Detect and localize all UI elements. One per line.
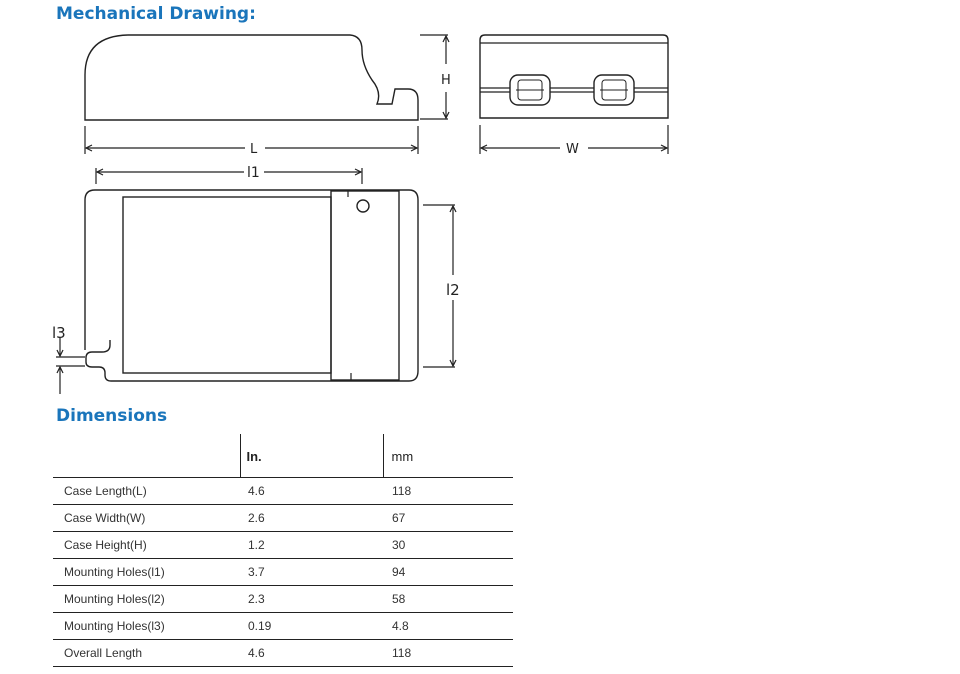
label-w: W (566, 142, 579, 157)
table-row: Case Width(W) 2.6 67 (53, 504, 513, 532)
mechanical-drawing-heading: Mechanical Drawing: (56, 4, 256, 24)
row-label: Mounting Holes(l3) (53, 612, 240, 640)
row-mm: 94 (383, 558, 513, 586)
row-mm: 118 (383, 639, 513, 667)
label-l2: l2 (446, 281, 460, 299)
table-row: Mounting Holes(l2) 2.3 58 (53, 585, 513, 613)
label-l3: l3 (52, 324, 66, 342)
row-inches: 1.2 (240, 531, 383, 559)
row-inches: 4.6 (240, 477, 383, 505)
row-label: Case Length(L) (53, 477, 240, 505)
row-mm: 118 (383, 477, 513, 505)
row-label: Mounting Holes(l1) (53, 558, 240, 586)
label-l1: l1 (247, 165, 260, 181)
dimensions-table: In. mm Case Length(L) 4.6 118 Case Width… (53, 434, 513, 667)
row-inches: 3.7 (240, 558, 383, 586)
header-mm: mm (382, 434, 513, 478)
row-inches: 4.6 (240, 639, 383, 667)
row-mm: 67 (383, 504, 513, 532)
side-view: H L (84, 34, 451, 157)
row-mm: 58 (383, 585, 513, 613)
end-view: W (479, 34, 669, 157)
header-inches: In. (239, 434, 383, 478)
top-view: l1 l2 l3 (52, 165, 460, 394)
row-mm: 4.8 (383, 612, 513, 640)
table-row: Overall Length 4.6 118 (53, 639, 513, 667)
dimensions-heading: Dimensions (56, 406, 168, 426)
row-inches: 2.6 (240, 504, 383, 532)
table-row: Mounting Holes(l1) 3.7 94 (53, 558, 513, 586)
row-inches: 2.3 (240, 585, 383, 613)
header-label (53, 434, 240, 478)
table-row: Case Length(L) 4.6 118 (53, 477, 513, 505)
row-mm: 30 (383, 531, 513, 559)
table-header-row: In. mm (53, 434, 513, 478)
row-label: Case Height(H) (53, 531, 240, 559)
row-label: Overall Length (53, 639, 240, 667)
row-label: Mounting Holes(l2) (53, 585, 240, 613)
row-inches: 0.19 (240, 612, 383, 640)
mechanical-drawing: H L W l1 (52, 34, 669, 394)
label-h: H (441, 73, 451, 88)
table-row: Mounting Holes(l3) 0.19 4.8 (53, 612, 513, 640)
label-l: L (250, 142, 258, 157)
row-label: Case Width(W) (53, 504, 240, 532)
table-row: Case Height(H) 1.2 30 (53, 531, 513, 559)
